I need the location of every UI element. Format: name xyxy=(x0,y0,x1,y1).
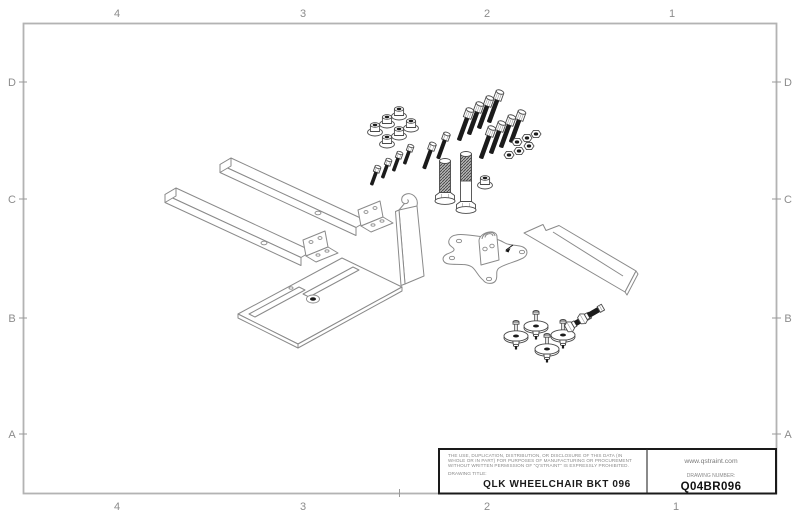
mounting-rail-bracket-1 xyxy=(164,187,339,266)
zone-bottom-1: 1 xyxy=(673,501,679,513)
title-block-border xyxy=(438,448,777,495)
zone-left-b: B xyxy=(8,313,15,325)
prohibition-text-line2: WHOLE OR IN PART) FOR PURPOSES OF MANUFA… xyxy=(448,458,632,463)
pointer-arrow xyxy=(505,244,514,253)
slotted-base-plate xyxy=(237,257,403,349)
mounting-rail-bracket-2 xyxy=(219,157,394,236)
title-block: THE USE, DUPLICATION, DISTRIBUTION, OR D… xyxy=(438,448,777,495)
zone-top-3: 3 xyxy=(300,8,306,20)
drawing-title-label: DRAWING TITLE: xyxy=(448,471,487,477)
title-block-left-cell: THE USE, DUPLICATION, DISTRIBUTION, OR D… xyxy=(448,453,632,490)
website-text: www.qstraint.com xyxy=(683,458,738,465)
zone-bottom-4: 4 xyxy=(114,501,120,513)
zone-ticks xyxy=(19,81,781,497)
zone-right-a: A xyxy=(784,429,792,441)
drawing-number: Q04BR096 xyxy=(681,481,742,493)
title-block-right-cell: www.qstraint.com DRAWING NUMBER: Q04BR09… xyxy=(681,458,742,493)
zone-labels: 4 3 2 1 4 3 2 1 D C B A D C B A xyxy=(8,8,792,513)
zone-bottom-3: 3 xyxy=(300,501,306,513)
zone-top-2: 2 xyxy=(484,8,490,20)
exploded-view xyxy=(164,88,639,363)
zone-right-b: B xyxy=(784,313,791,325)
prohibition-text-line3: WITHOUT WRITTEN PERMISSION OF "Q'STRAINT… xyxy=(448,463,629,468)
zone-left-a: A xyxy=(8,429,16,441)
zone-bottom-2: 2 xyxy=(484,501,490,513)
zone-top-1: 1 xyxy=(669,8,675,20)
zone-left-d: D xyxy=(8,77,16,89)
zone-right-d: D xyxy=(784,77,792,89)
drawing-title: QLK WHEELCHAIR BKT 096 xyxy=(483,479,631,490)
prohibition-text-line1: THE USE, DUPLICATION, DISTRIBUTION, OR D… xyxy=(448,453,622,458)
wing-plate xyxy=(523,224,639,296)
drawing-number-label: DRAWING NUMBER: xyxy=(687,473,735,479)
cross-pivot-plate xyxy=(442,231,528,284)
zone-left-c: C xyxy=(8,194,16,206)
zone-top-4: 4 xyxy=(114,8,120,20)
hook-bracket xyxy=(395,193,425,286)
zone-right-c: C xyxy=(784,194,792,206)
